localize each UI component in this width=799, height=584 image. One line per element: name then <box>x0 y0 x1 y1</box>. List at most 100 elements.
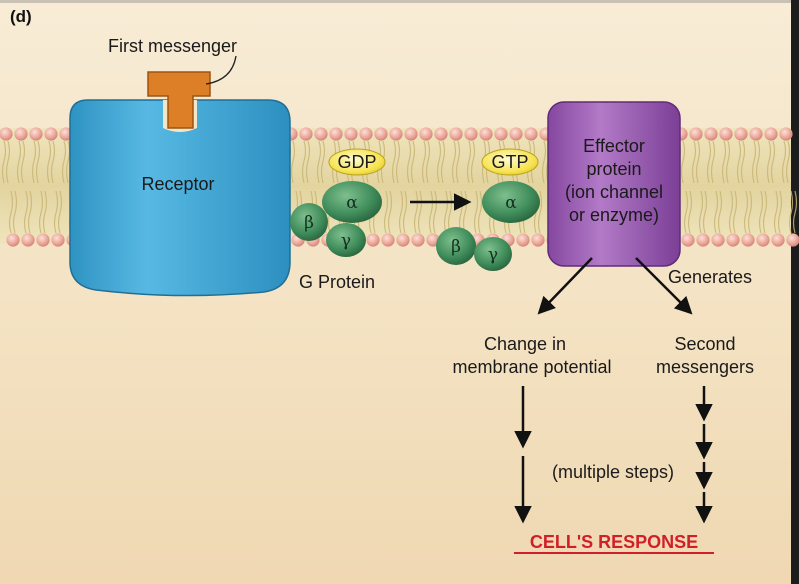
phospholipid-head <box>531 233 545 247</box>
phospholipid-tail <box>395 140 401 184</box>
phospholipid-tail <box>387 190 393 234</box>
phospholipid-tail <box>455 140 461 184</box>
arrow-to-membrane-potential <box>537 257 593 315</box>
phospholipid-head <box>389 127 403 141</box>
phospholipid-head <box>479 127 493 141</box>
phospholipid-tail <box>413 190 419 234</box>
phospholipid-tail <box>46 140 52 184</box>
phospholipid-head <box>396 233 410 247</box>
change-in-potential-line-1: Change in <box>484 334 566 354</box>
phospholipid-head <box>21 233 35 247</box>
phospholipid-tail <box>713 190 719 234</box>
alpha-label-active: α <box>505 193 517 213</box>
g-protein-active: GTP α β γ <box>436 148 540 271</box>
phospholipid-tail <box>541 140 547 184</box>
phospholipid-head <box>366 233 380 247</box>
first-messenger: First messenger <box>108 36 237 129</box>
phospholipid-tail <box>320 140 326 184</box>
phospholipid-head <box>344 127 358 141</box>
phospholipid-tail <box>743 190 749 234</box>
phospholipid-head <box>419 127 433 141</box>
second-messengers-line-2: messengers <box>656 357 754 377</box>
g-protein-label: G Protein <box>299 272 375 292</box>
receptor: Receptor <box>69 99 291 297</box>
phospholipid-tail <box>447 190 453 234</box>
gamma-subunit-inactive <box>326 223 366 257</box>
phospholipid-tail <box>8 190 14 234</box>
phospholipid-tail <box>732 190 738 234</box>
phospholipid-tail <box>65 140 71 184</box>
phospholipid-tail <box>762 190 768 234</box>
effector-label-line-4: or enzyme) <box>569 205 659 225</box>
gtp-molecule <box>481 148 539 176</box>
phospholipid-tail <box>16 140 22 184</box>
phospholipid-head <box>29 127 43 141</box>
phospholipid-tail <box>42 190 48 234</box>
phospholipid-tail <box>710 140 716 184</box>
phospholipid-tail <box>27 190 33 234</box>
phospholipid-tail <box>736 140 742 184</box>
alpha-label-inactive: α <box>346 193 358 213</box>
phospholipid-tail <box>410 140 416 184</box>
phospholipid-head <box>779 127 793 141</box>
phospholipid-head <box>509 127 523 141</box>
right-edge <box>791 0 799 584</box>
effector-label-line-2: protein <box>586 159 641 179</box>
phospholipid-head <box>6 233 20 247</box>
phospholipid-tail <box>788 190 794 234</box>
multiple-steps-label: (multiple steps) <box>552 462 674 482</box>
phospholipid-head <box>749 127 763 141</box>
phospholipid-tail <box>391 140 397 184</box>
alpha-subunit-active <box>482 181 540 223</box>
phospholipid-tail <box>706 140 712 184</box>
phospholipid-tail <box>687 190 693 234</box>
phospholipid-tail <box>425 140 431 184</box>
effector-label-line-1: Effector <box>583 136 645 156</box>
phospholipid-tail <box>61 140 67 184</box>
phospholipid-head <box>771 233 785 247</box>
phospholipid-tail <box>5 140 11 184</box>
phospholipid-head <box>36 233 50 247</box>
phospholipid-head <box>434 127 448 141</box>
phospholipid-tail <box>35 140 41 184</box>
phospholipid-head <box>449 127 463 141</box>
phospholipid-tail <box>758 190 764 234</box>
phospholipid-tail <box>432 190 438 234</box>
phospholipid-head <box>726 233 740 247</box>
phospholipid-tail <box>777 190 783 234</box>
gdp-label: GDP <box>337 152 376 172</box>
phospholipid-head <box>14 127 28 141</box>
phospholipid-tail <box>402 190 408 234</box>
gamma-subunit-active <box>474 237 512 271</box>
phospholipid-tail <box>57 190 63 234</box>
phospholipid-head <box>411 233 425 247</box>
effector-protein: Effector protein (ion channel or enzyme) <box>547 101 681 267</box>
phospholipid-head <box>359 127 373 141</box>
phospholipid-head <box>464 127 478 141</box>
effector-protein-body <box>547 101 681 267</box>
phospholipid-tail <box>770 140 776 184</box>
phospholipid-tail <box>38 190 44 234</box>
phospholipid-tail <box>477 190 483 234</box>
phospholipid-tail <box>12 190 18 234</box>
first-messenger-molecule <box>147 71 211 129</box>
phospholipid-tail <box>316 140 322 184</box>
phospholipid-tail <box>53 190 59 234</box>
phospholipid-head <box>689 127 703 141</box>
phospholipid-tail <box>695 140 701 184</box>
phospholipid-head <box>741 233 755 247</box>
phospholipid-head <box>314 127 328 141</box>
phospholipid-head <box>756 233 770 247</box>
phospholipid-head <box>381 233 395 247</box>
phospholipid-tail <box>443 190 449 234</box>
phospholipid-tail <box>747 190 753 234</box>
phospholipid-tail <box>305 140 311 184</box>
phospholipid-head <box>329 127 343 141</box>
phospholipid-head <box>704 127 718 141</box>
phospholipid-tail <box>417 190 423 234</box>
effector-label-line-3: (ion channel <box>565 182 663 202</box>
gtp-label: GTP <box>491 152 528 172</box>
phospholipid-head <box>374 127 388 141</box>
